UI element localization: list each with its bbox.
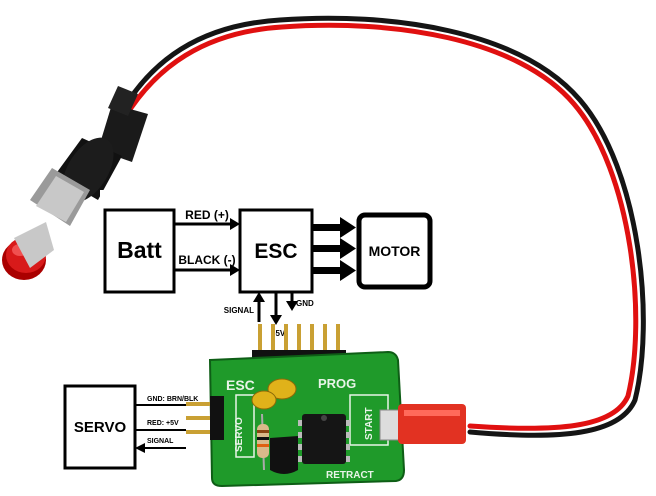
silkscreen-prog: PROG [318,376,356,391]
esc-signal-label: SIGNAL [224,306,254,315]
motor-label: MOTOR [369,243,421,259]
capacitor-2 [251,390,277,410]
esc-plus5v-label: +5V [271,329,286,338]
voltage-regulator [270,436,298,474]
dip-microcontroller [298,414,350,464]
capacitor-1 [267,378,297,400]
servo-red-label: RED: +5V [147,420,179,427]
pushbutton-cap [2,222,54,280]
pushbutton-switch [2,137,122,280]
esc-connector-wires [253,292,298,325]
servo-wires [135,404,186,453]
servo-gnd-label: GND: BRN/BLK [147,396,198,403]
resistor [257,413,269,471]
esc-block: ESC [238,208,314,294]
servo-label: SERVO [74,419,127,436]
silkscreen-servo: SERVO [234,417,245,452]
servo-header-pins [184,396,224,440]
red-jst-connector [379,404,466,444]
silkscreen-retract: RETRACT [326,470,374,481]
batt-label: Batt [117,237,162,263]
power-cable [115,15,646,438]
esc-gnd-label: GND [296,299,314,308]
servo-signal-label: SIGNAL [147,438,174,445]
wire-black-label: BLACK (-) [178,253,235,267]
esc-label: ESC [254,240,297,263]
servo-block: SERVO [63,384,137,470]
wire-red-label: RED (+) [185,208,229,222]
silkscreen-start: START [364,407,375,440]
motor-block: MOTOR [356,212,433,290]
batt-esc-wires [174,218,240,276]
esc-motor-arrows [312,217,356,281]
batt-block: Batt [103,208,176,294]
silkscreen-esc: ESC [226,377,255,393]
